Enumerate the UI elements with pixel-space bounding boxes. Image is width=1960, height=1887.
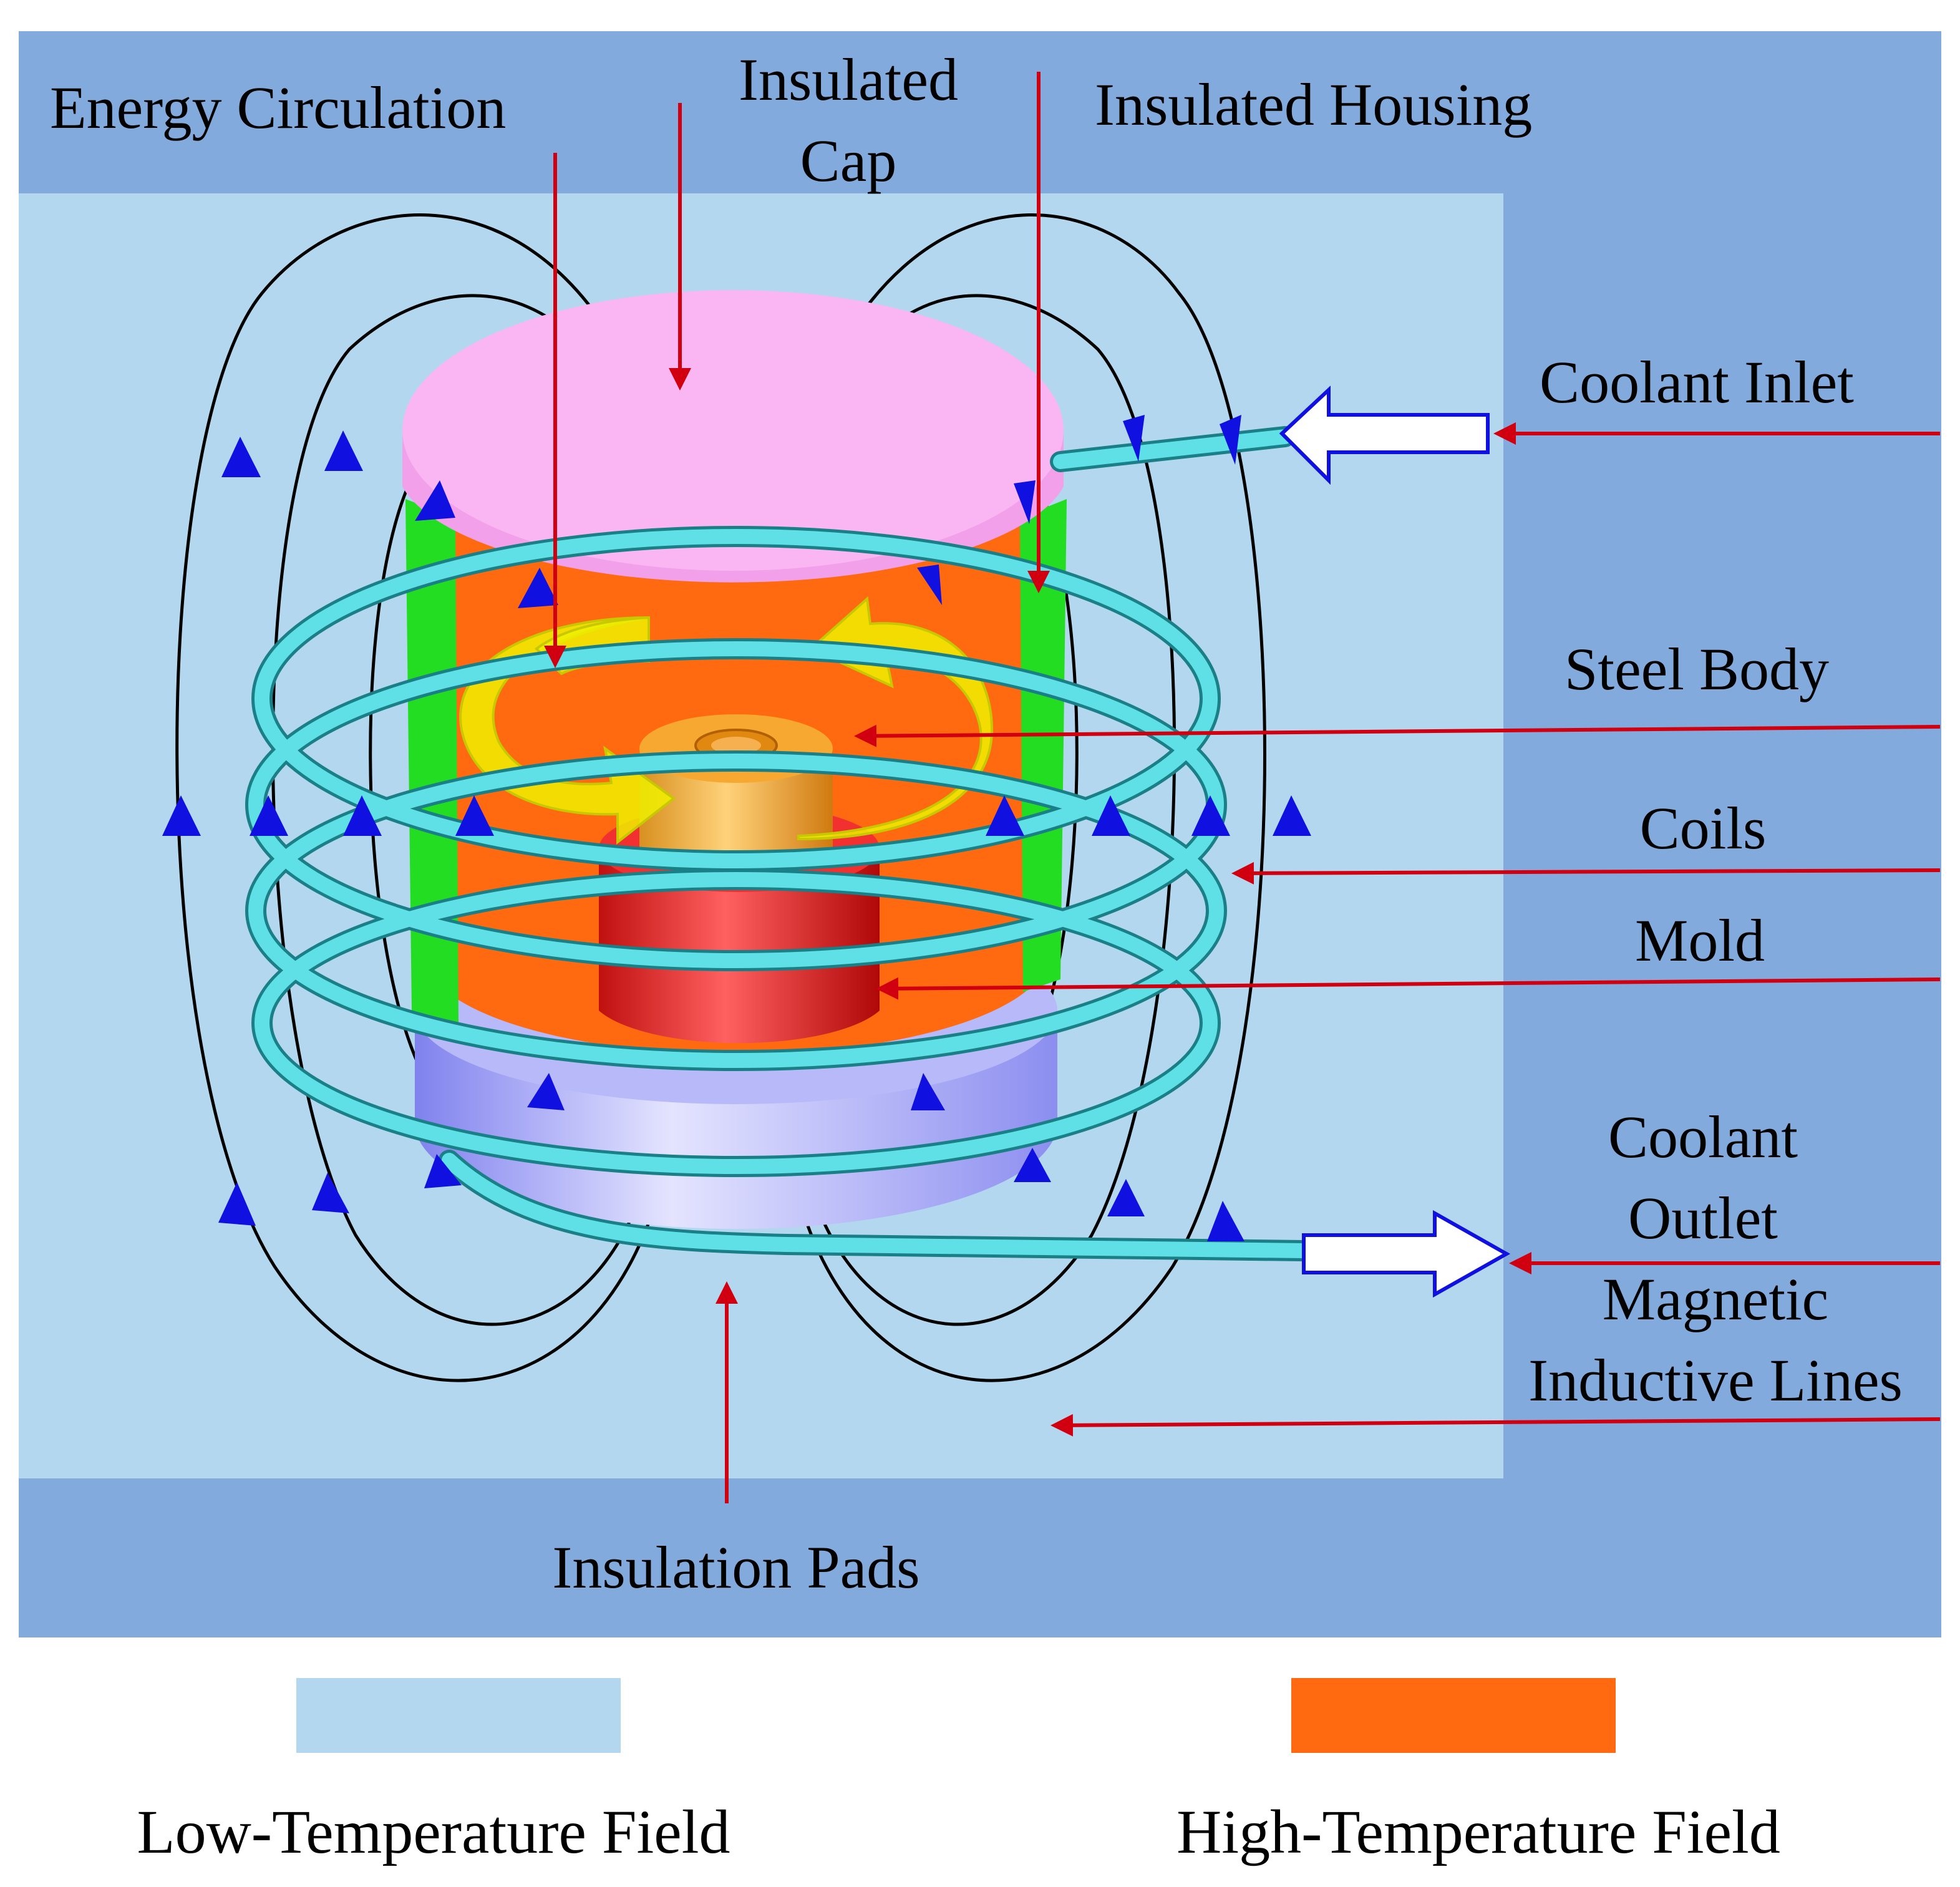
legend-swatch-low-temperature: [296, 1678, 621, 1753]
label-insulation-pads: Insulation Pads: [552, 1534, 919, 1601]
pointer-arrows: [544, 72, 1941, 1503]
label-energy-circulation: Energy Circulation: [50, 74, 506, 141]
legend: Low-Temperature Field High-Temperature F…: [137, 1678, 1780, 1866]
coils: [245, 426, 1314, 1261]
label-coolant-outlet-line2: Outlet: [1628, 1185, 1778, 1251]
label-insulated-housing: Insulated Housing: [1095, 71, 1532, 138]
legend-swatch-high-temperature: [1291, 1678, 1616, 1753]
label-mold: Mold: [1635, 907, 1765, 974]
label-coils: Coils: [1640, 795, 1767, 861]
legend-label-high-temperature: High-Temperature Field: [1176, 1797, 1780, 1866]
support-posts: [405, 499, 1067, 1023]
legend-label-low-temperature: Low-Temperature Field: [137, 1797, 730, 1866]
coolant-inlet-arrow: [1279, 386, 1490, 485]
label-insulated-cap-line1: Insulated: [739, 46, 958, 113]
label-insulated-cap-line2: Cap: [800, 127, 897, 194]
label-magnetic-line1: Magnetic: [1603, 1266, 1829, 1332]
label-steel-body: Steel Body: [1565, 636, 1829, 702]
label-magnetic-line2: Inductive Lines: [1528, 1347, 1903, 1414]
label-coolant-outlet-line1: Coolant: [1608, 1104, 1798, 1170]
coolant-flow-arrows: [1279, 386, 1511, 1298]
label-coolant-inlet: Coolant Inlet: [1540, 349, 1854, 415]
flow-direction-triangles: [162, 415, 1311, 1241]
coolant-outlet-arrow: [1302, 1210, 1511, 1298]
